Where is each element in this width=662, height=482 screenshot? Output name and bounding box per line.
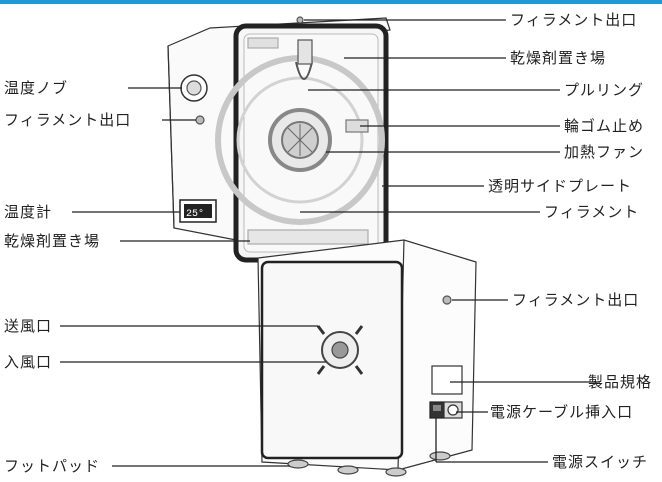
label-foot-pad: フットパッド xyxy=(4,457,101,475)
fan-icon xyxy=(287,124,313,156)
knob-icon xyxy=(180,74,208,102)
leader-lines xyxy=(60,19,600,467)
label-temp-knob: 温度ノブ xyxy=(4,79,69,97)
label-filament-outlet-side: フィラメント出口 xyxy=(4,111,132,129)
label-rubber-stopper: 輪ゴム止め xyxy=(564,117,645,135)
label-thermometer: 温度計 xyxy=(4,203,53,221)
accent-bar xyxy=(0,0,662,4)
label-pull-ring: プルリング xyxy=(564,81,645,99)
fan-icon xyxy=(316,325,364,375)
label-power-switch: 電源スイッチ xyxy=(552,453,649,471)
top-unit xyxy=(167,16,391,263)
label-air-outlet: 送風口 xyxy=(4,317,53,335)
bottom-unit xyxy=(257,239,477,477)
label-desiccant-right: 乾燥剤置き場 xyxy=(510,49,607,67)
label-side-plate: 透明サイドプレート xyxy=(488,177,633,195)
label-heating-fan: 加熱ファン xyxy=(564,143,645,161)
label-filament: フィラメント xyxy=(544,203,640,221)
thermometer-display: 25° xyxy=(186,208,204,220)
label-product-spec: 製品規格 xyxy=(588,373,653,391)
label-desiccant-left: 乾燥剤置き場 xyxy=(4,232,101,250)
label-air-inlet: 入風口 xyxy=(4,353,53,371)
label-power-cable-inlet: 電源ケーブル挿入口 xyxy=(490,403,634,421)
power-socket-icon xyxy=(443,401,463,419)
label-filament-outlet-top: フィラメント出口 xyxy=(510,11,638,29)
label-filament-outlet-back: フィラメント出口 xyxy=(512,291,640,309)
power-switch-icon xyxy=(429,401,445,419)
